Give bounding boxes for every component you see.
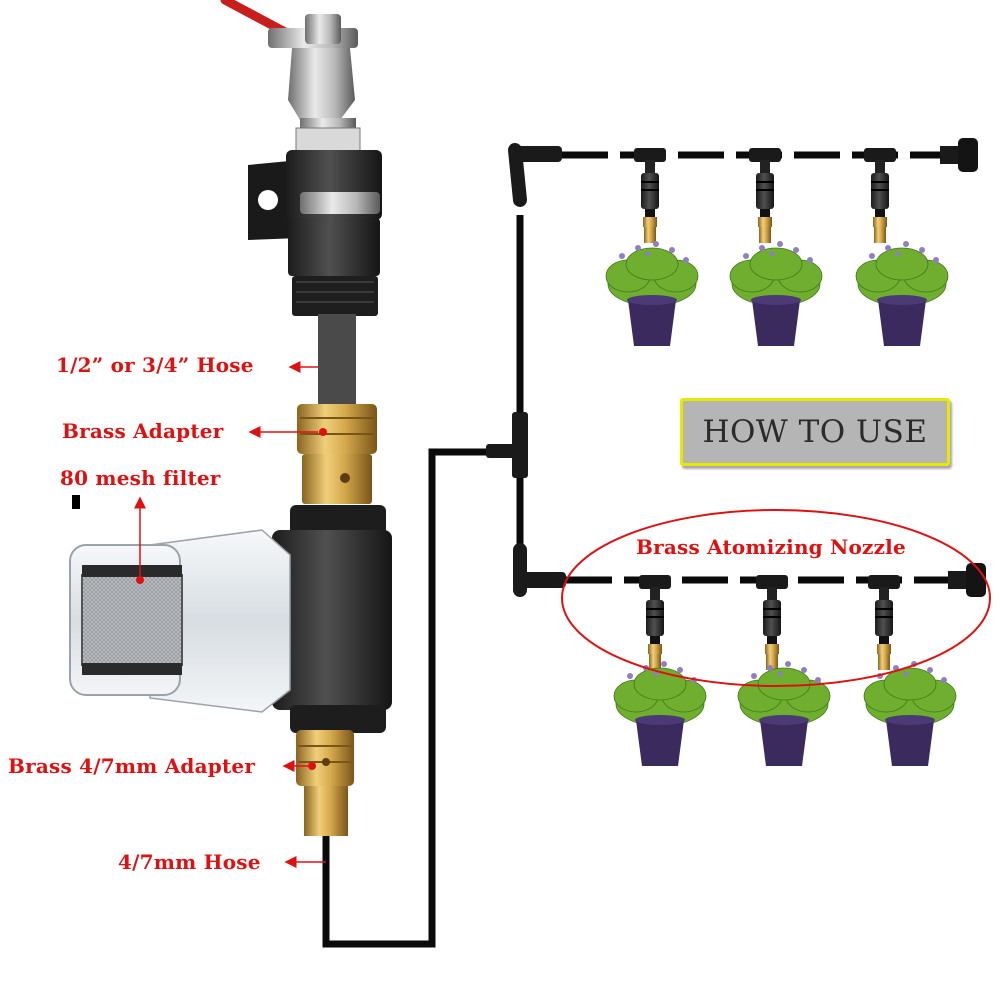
mesh-filter-label: 80 mesh filter [60, 466, 221, 490]
hose-47mm-label: 4/7mm Hose [118, 850, 261, 874]
atomizing-nozzle-label: Brass Atomizing Nozzle [636, 535, 906, 559]
brass-47mm-adapter-fitting [296, 730, 354, 836]
top-drip-line [508, 138, 978, 243]
hose-main-label: 1/2” or 3/4” Hose [56, 353, 254, 377]
end-plug-icon [948, 563, 986, 597]
potted-plant-icon [605, 240, 699, 347]
callout-arrows [134, 361, 326, 868]
potted-plant-icon [863, 660, 957, 767]
faucet-icon [220, 0, 361, 153]
end-plug-icon [940, 138, 978, 172]
elbow-connector-icon [514, 572, 566, 588]
potted-plant-icon [855, 240, 949, 347]
quick-connector-icon [248, 150, 382, 316]
brass-adapter-label: Brass Adapter [62, 419, 224, 443]
how-to-use-text: HOW TO USE [702, 414, 928, 450]
potted-plant-icon [729, 240, 823, 347]
tee-connector-icon [486, 412, 528, 478]
distribution-tubing [322, 215, 524, 948]
elbow-connector-icon [514, 146, 562, 162]
potted-plant-icon [613, 660, 707, 767]
bottom-drip-line [513, 543, 986, 670]
brass-47mm-adapter-label: Brass 4/7mm Adapter [8, 754, 256, 778]
main-hose [318, 314, 356, 408]
filter-housing-icon [69, 505, 392, 733]
how-to-use-badge: HOW TO USE [680, 398, 950, 466]
nozzle-highlight-ellipse [561, 509, 991, 687]
brass-adapter-fitting [297, 404, 377, 504]
potted-plant-icon [737, 660, 831, 767]
